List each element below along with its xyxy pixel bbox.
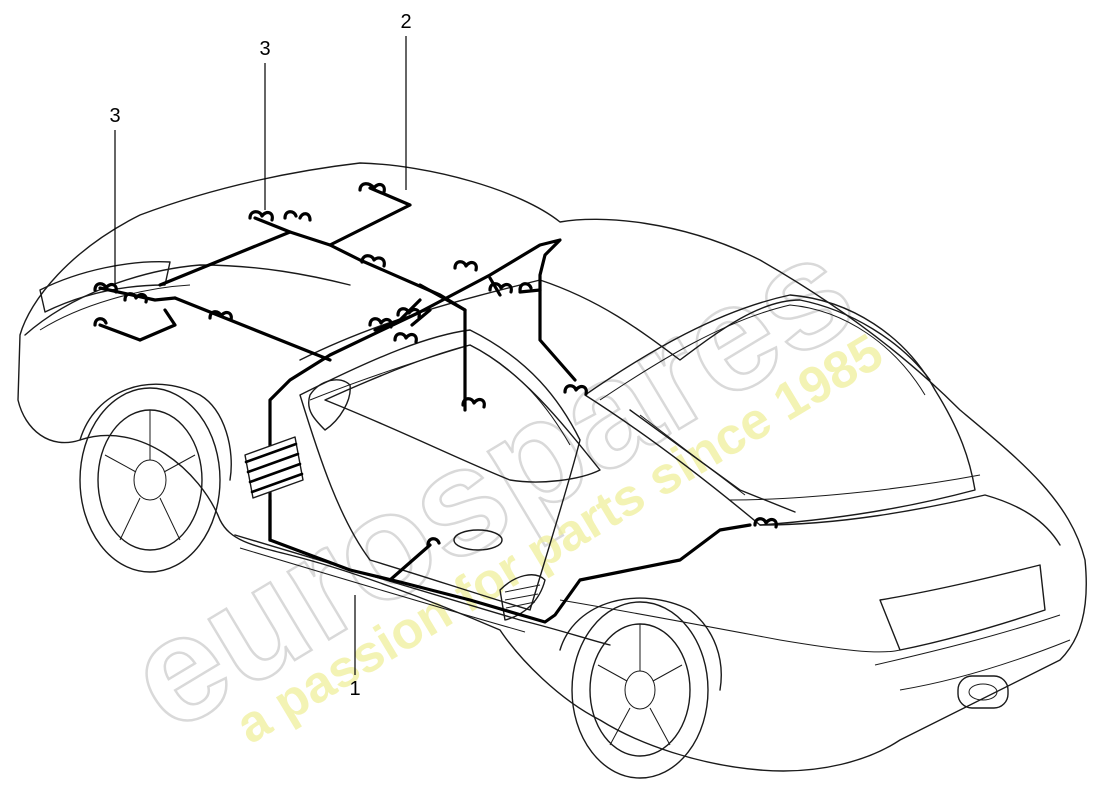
leader-lines: [114, 36, 407, 675]
front-wheel: [559, 597, 722, 779]
callout-2: 2: [400, 11, 411, 33]
relay-box: [244, 436, 304, 499]
callout-labels: 2 3 3 1: [109, 11, 411, 700]
harness-rear: [98, 186, 467, 362]
callout-3-left: 3: [109, 105, 120, 127]
callout-1: 1: [349, 678, 360, 700]
callout-3-center: 3: [259, 38, 270, 60]
rear-wheel: [79, 383, 232, 573]
connectors: [93, 182, 778, 547]
car-body-outline: [17, 162, 1087, 772]
